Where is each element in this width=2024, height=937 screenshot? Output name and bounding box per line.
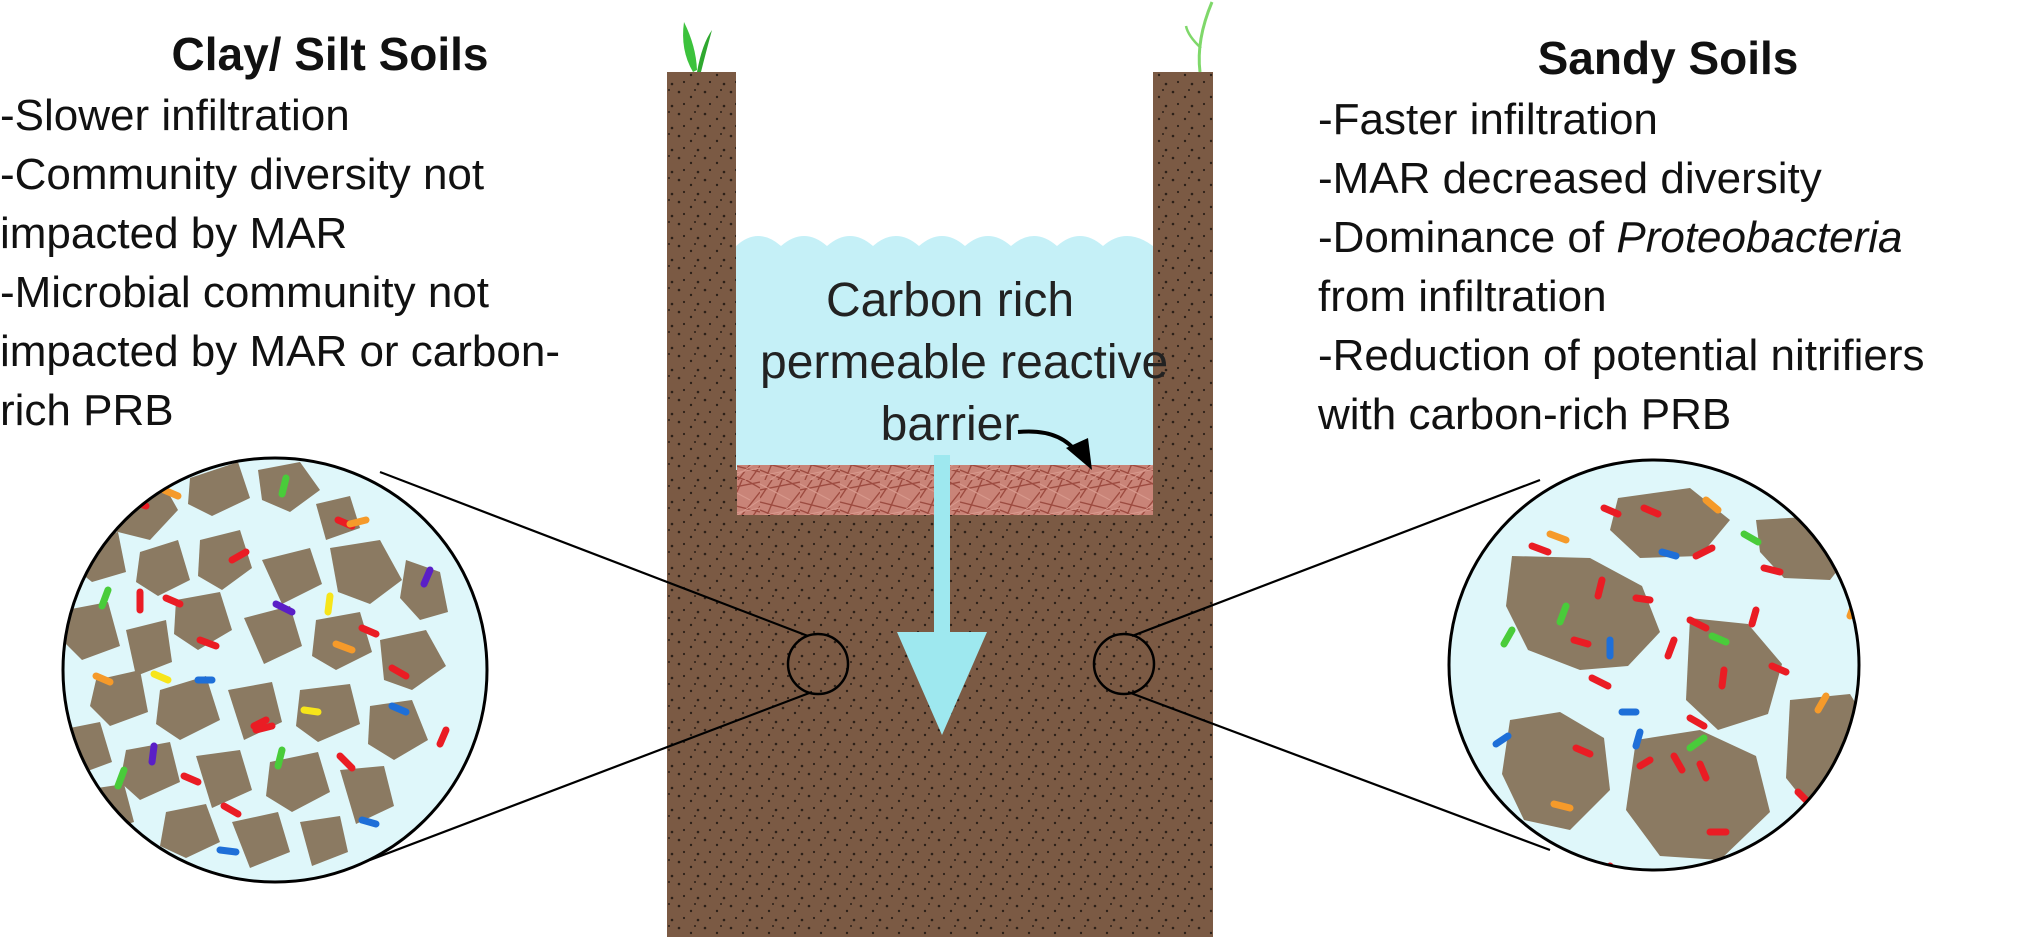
sandy-soils-title: Sandy Soils (1537, 32, 1799, 84)
sandy-soils-findings: -Faster infiltration -MAR decreased dive… (1318, 90, 2018, 444)
sandy-line-text: -MAR decreased diversity (1318, 154, 1822, 203)
clay-microbes (92, 474, 450, 856)
clay-silt-line: impacted by MAR or carbon- (0, 327, 560, 376)
clay-silt-line: -Community diversity not (0, 150, 485, 199)
sandy-line: with carbon-rich PRB (1318, 385, 2018, 444)
clay-silt-title: Clay/ Silt Soils (171, 28, 489, 80)
clay-silt-panel: Clay/ Silt Soils -Slower infiltration -C… (0, 28, 660, 440)
clay-silt-line: rich PRB (0, 386, 174, 435)
sandy-zoom-circle (1447, 458, 1861, 872)
sandy-line-text: -Dominance of (1318, 213, 1617, 262)
zoom-origin-right (1092, 632, 1156, 696)
plant-right-icon (1184, 1, 1214, 73)
clay-silt-line: -Microbial community not (0, 268, 490, 317)
taxon-name: Proteobacteria (1616, 213, 1903, 262)
infiltration-arrow (897, 455, 987, 735)
clay-silt-zoom-circle (61, 456, 489, 884)
barrier-label-line: permeable reactive (760, 336, 1169, 389)
clay-silt-line: impacted by MAR (0, 209, 348, 258)
sandy-soils-panel: Sandy Soils -Faster infiltration -MAR de… (1318, 32, 2018, 444)
clay-silt-findings: -Slower infiltration -Community diversit… (0, 86, 660, 440)
zoom-connector-lines (369, 470, 1551, 862)
sandy-line-text: -Faster infiltration (1318, 95, 1658, 144)
sandy-line-text: with carbon-rich PRB (1318, 390, 1732, 439)
sandy-line-text: from infiltration (1318, 272, 1607, 321)
sandy-line: -Reduction of potential nitrifiers (1318, 326, 2018, 385)
sandy-line: -MAR decreased diversity (1318, 149, 2018, 208)
sandy-line: from infiltration (1318, 267, 2018, 326)
clay-particles (63, 462, 448, 868)
barrier-label-line: barrier (880, 398, 1020, 451)
sand-microbes (1492, 496, 1859, 870)
sandy-line: -Dominance of Proteobacteria (1318, 208, 2018, 267)
sandy-line: -Faster infiltration (1318, 90, 2018, 149)
plant-left-icon (683, 22, 712, 72)
barrier-label: Carbon rich permeable reactive barrier (760, 270, 1169, 456)
zoom-origin-left (786, 632, 850, 696)
barrier-label-line: Carbon rich (825, 274, 1075, 327)
sandy-line-text: -Reduction of potential nitrifiers (1318, 331, 1925, 380)
barrier-pointer-arrow (1017, 429, 1092, 470)
infiltration-basin-water (736, 236, 1153, 470)
clay-silt-line: -Slower infiltration (0, 91, 350, 140)
